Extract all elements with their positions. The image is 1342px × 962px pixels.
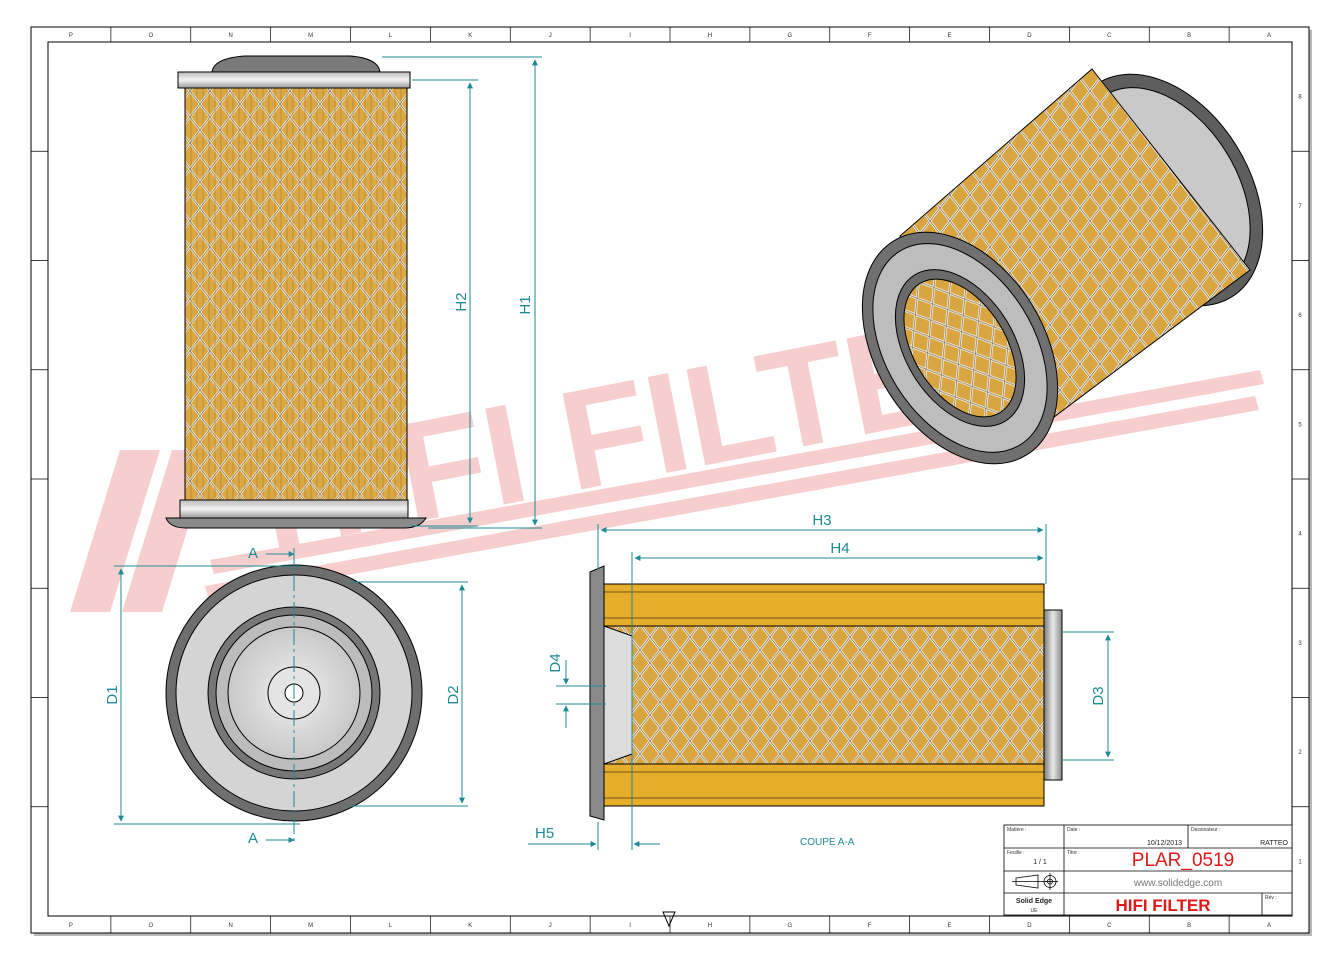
border-top-label: F — [868, 33, 872, 39]
border-bottom-label: H — [708, 923, 712, 929]
tb-dessinateur-label: Dessinateur : — [1191, 827, 1220, 833]
border-right-label: 7 — [1298, 204, 1302, 210]
border-top-label: N — [229, 33, 233, 39]
border-top-label: G — [787, 33, 792, 39]
tb-software-sub: UE — [1031, 908, 1039, 914]
border-bottom-label: F — [868, 923, 872, 929]
iso-inner-mesh — [903, 278, 1017, 418]
section-marker-bottom: A — [248, 830, 258, 847]
section-caption: COUPE A-A — [800, 837, 855, 848]
border-right-label: 6 — [1298, 313, 1302, 319]
border-labels: P P O O N N M M L L K K J J I I H H G G F F E E D D C C B B A A 8 7 6 5 4 3 2 1 — [69, 33, 1302, 929]
label-h5: H5 — [535, 825, 554, 842]
tb-website[interactable]: www.solidedge.com — [1133, 878, 1222, 889]
sec-top-wall — [603, 583, 1045, 627]
sec-left-flange — [589, 565, 605, 821]
watermark-slash-1 — [70, 450, 160, 612]
label-d1: D1 — [104, 685, 121, 704]
border-top-label: E — [948, 33, 952, 39]
label-h1: H1 — [517, 295, 534, 314]
border-bottom-label: O — [148, 923, 153, 929]
front-wire-mesh — [185, 88, 407, 500]
isometric-view — [861, 68, 1264, 465]
border-top-label: O — [148, 33, 153, 39]
label-d4: D4 — [547, 653, 564, 672]
border-top-label: B — [1187, 33, 1191, 39]
border-bottom-label: E — [948, 923, 952, 929]
dim-h2 — [412, 79, 478, 527]
section-view — [589, 565, 1063, 821]
front-bottom-flange — [165, 517, 427, 529]
title-block — [1003, 824, 1293, 916]
border-top-label: J — [549, 33, 552, 39]
border-bottom-label: I — [629, 923, 631, 929]
dim-d2 — [350, 581, 468, 807]
border-top-label: I — [629, 33, 631, 39]
border-right-label: 1 — [1298, 859, 1302, 865]
sec-right-cap — [1043, 609, 1063, 781]
label-h3: H3 — [812, 512, 831, 529]
border-right-label: 5 — [1298, 422, 1302, 428]
border-bottom-label: A — [1267, 923, 1271, 929]
border-right-label: 8 — [1298, 95, 1302, 101]
border-bottom-label: D — [1027, 923, 1032, 929]
border-bottom-label: G — [787, 923, 792, 929]
dim-d1 — [114, 565, 300, 825]
border-bottom-label: M — [308, 923, 313, 929]
border-bottom-label: C — [1107, 923, 1112, 929]
tb-company: HIFI FILTER — [1115, 896, 1210, 915]
dim-h1 — [382, 56, 542, 529]
tb-matiere-label: Matière : — [1007, 827, 1026, 833]
sec-bottom-wall — [603, 763, 1045, 807]
tb-date-label: Date : — [1067, 827, 1080, 833]
border-top-label: L — [389, 33, 393, 39]
border-top-label: A — [1267, 33, 1271, 39]
tb-titre: PLAR_0519 — [1132, 850, 1234, 871]
tb-titre-label: Titre : — [1067, 850, 1080, 856]
dim-h4 — [631, 552, 1047, 850]
projection-symbol-icon — [1012, 873, 1058, 890]
border-right-label: 4 — [1298, 532, 1302, 538]
front-top-cap-dome — [211, 55, 381, 73]
border-top-label: H — [708, 33, 712, 39]
tb-feuille-label: Feuille : — [1007, 850, 1025, 856]
front-top-flange — [177, 71, 411, 89]
label-d2: D2 — [445, 685, 462, 704]
label-d3: D3 — [1090, 686, 1107, 705]
section-marker-top: A — [248, 545, 258, 562]
border-top-label: D — [1027, 33, 1032, 39]
dim-d4 — [556, 660, 606, 728]
sheet-center-marker — [662, 911, 676, 928]
border-bottom-label: K — [468, 923, 472, 929]
border-top-label: M — [308, 33, 313, 39]
tb-date: 10/12/2013 — [1147, 840, 1182, 847]
border-bottom-label: P — [69, 923, 73, 929]
border-bottom-label: J — [549, 923, 552, 929]
border-bottom-label: B — [1187, 923, 1191, 929]
front-view — [165, 55, 427, 529]
dim-d3 — [1062, 631, 1114, 761]
sec-inlet-cone — [603, 625, 633, 765]
border-top-label: P — [69, 33, 73, 39]
label-h2: H2 — [453, 292, 470, 311]
border-bottom-label: N — [229, 923, 233, 929]
tb-software: Solid Edge — [1016, 898, 1052, 905]
border-right-label: 3 — [1298, 641, 1302, 647]
section-line-a — [266, 548, 295, 845]
border-right-label: 2 — [1298, 750, 1302, 756]
label-h4: H4 — [830, 540, 849, 557]
tb-feuille: 1 / 1 — [1033, 859, 1047, 866]
dim-h5 — [528, 822, 660, 850]
border-bottom-label: L — [389, 923, 393, 929]
tb-rev-label: Rév : — [1265, 895, 1277, 901]
front-bottom-cap — [179, 499, 409, 519]
border-top-label: K — [468, 33, 472, 39]
sec-inner-mesh — [603, 625, 1045, 765]
border-ticks — [31, 27, 1309, 933]
tb-dessinateur: RATTEO — [1260, 840, 1288, 847]
border-top-label: C — [1107, 33, 1112, 39]
